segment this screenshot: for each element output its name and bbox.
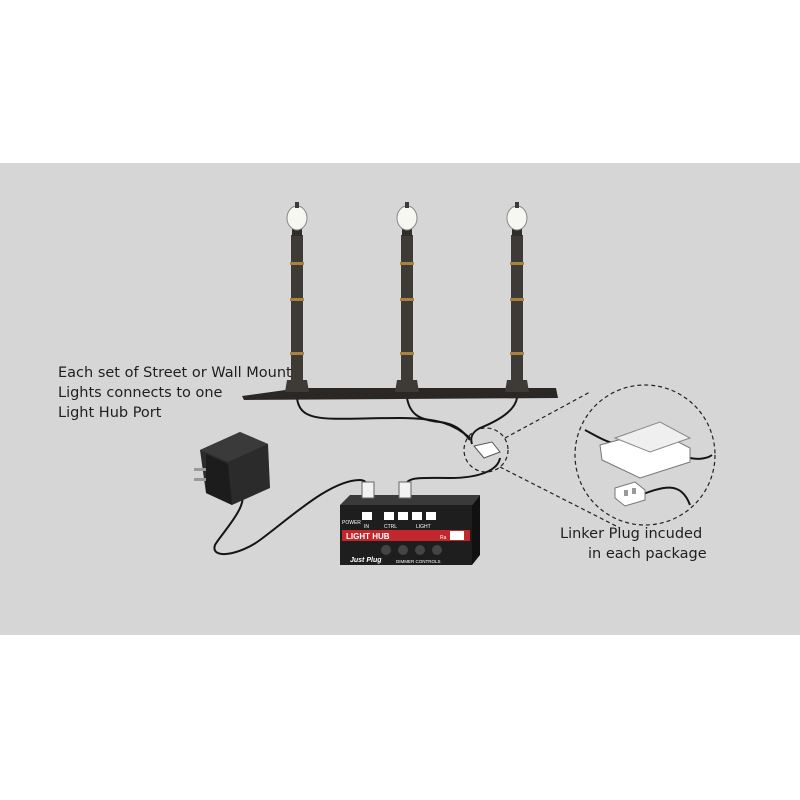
callout-line-top	[504, 391, 591, 439]
power-adapter-icon	[194, 432, 270, 505]
lamp-3-cable	[470, 397, 518, 445]
hub-ctrl-label: CTRL	[384, 524, 397, 530]
linker-plug-icon	[473, 441, 501, 459]
hub-brand-label: Just Plug	[350, 557, 382, 564]
hub-model-tag: Ra	[440, 535, 447, 541]
magnifier-callout-icon	[463, 384, 716, 529]
street-lamp-icon	[505, 202, 529, 392]
hub-name-label: LIGHT HUB	[346, 532, 390, 541]
callout-small-circle	[463, 427, 509, 473]
linker-plug-caption-line2: in each package	[588, 546, 707, 562]
linker-plug-caption: Linker Plug incuded in each package	[560, 524, 760, 564]
hub-dimmer-label: DIMMER CONTROLS	[396, 559, 441, 564]
street-lights-caption-line1: Each set of Street or Wall Mount	[58, 365, 292, 381]
lamp-2-cable	[406, 397, 471, 441]
street-lights-caption: Each set of Street or Wall Mount Lights …	[58, 363, 292, 423]
street-lights-caption-line2: Lights connects to one	[58, 385, 223, 401]
street-lamp-icon	[285, 202, 309, 392]
street-lights-caption-line3: Light Hub Port	[58, 405, 162, 421]
hub-label-band	[342, 530, 470, 541]
callout-cable-2	[689, 454, 713, 460]
hub-to-linker-cable	[404, 457, 501, 489]
adapter-cable	[213, 478, 369, 556]
callout-large-circle	[574, 384, 716, 526]
light-hub-icon: POWER IN CTRL LIGHT LIGHT HUB Ra Just Pl…	[340, 481, 480, 565]
linker-plug-enlarged	[599, 421, 692, 507]
hub-in-label: IN	[364, 524, 369, 530]
callout-line-bottom	[499, 466, 621, 529]
hub-light-label: LIGHT	[416, 524, 431, 530]
hub-power-label: POWER	[342, 520, 361, 526]
linker-plug-caption-line1: Linker Plug incuded	[560, 526, 703, 542]
mounting-board	[242, 388, 558, 400]
street-lamp-icon	[395, 202, 419, 392]
